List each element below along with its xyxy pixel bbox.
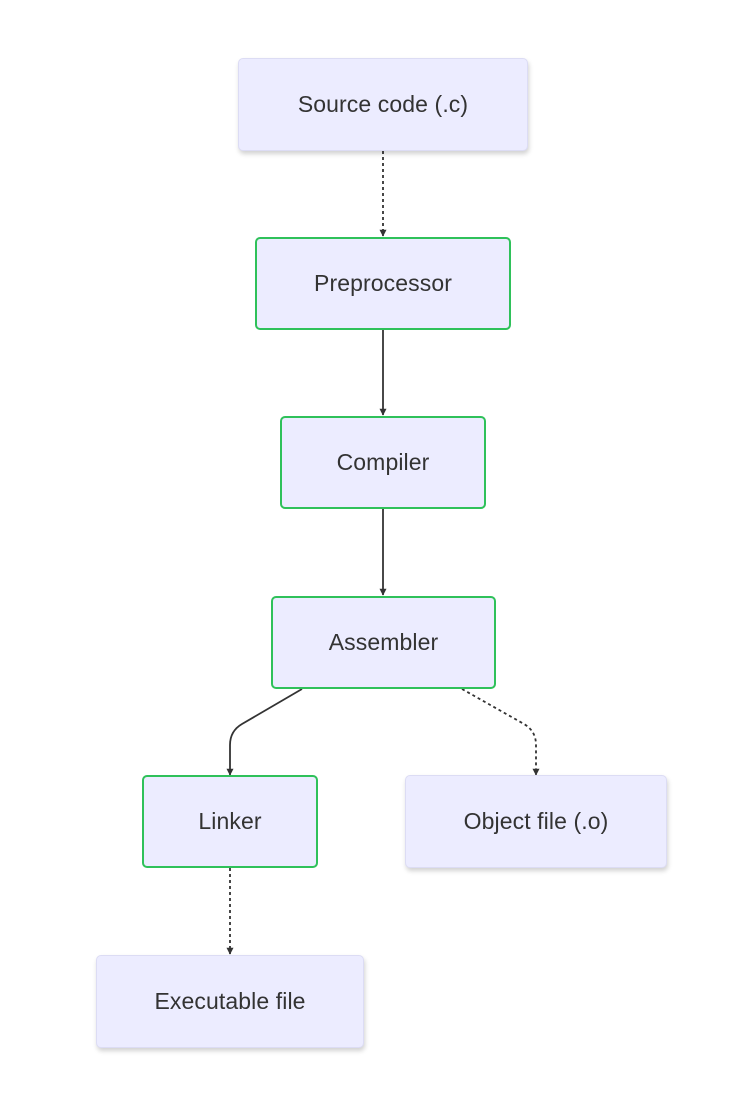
node-preprocessor: Preprocessor xyxy=(255,237,511,330)
node-compiler-label: Compiler xyxy=(336,449,430,475)
node-linker-label: Linker xyxy=(198,808,262,834)
node-executable-file: Executable file xyxy=(96,955,364,1048)
node-source-code-label: Source code (.c) xyxy=(297,91,469,117)
node-source-code: Source code (.c) xyxy=(238,58,528,151)
edge-assembler-to-object xyxy=(461,688,540,776)
node-object-file: Object file (.o) xyxy=(405,775,667,868)
node-assembler-label: Assembler xyxy=(328,629,439,655)
node-assembler: Assembler xyxy=(271,596,496,689)
node-preprocessor-label: Preprocessor xyxy=(314,270,452,296)
node-executable-file-label: Executable file xyxy=(154,988,306,1014)
node-linker: Linker xyxy=(142,775,318,868)
edge-assembler-to-linker xyxy=(226,688,303,776)
node-object-file-label: Object file (.o) xyxy=(463,808,609,834)
node-compiler: Compiler xyxy=(280,416,486,509)
